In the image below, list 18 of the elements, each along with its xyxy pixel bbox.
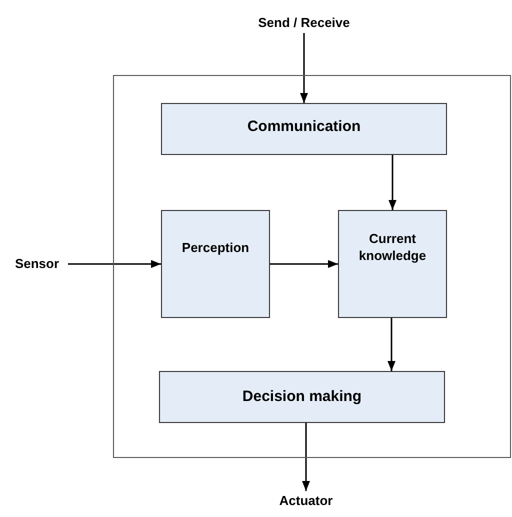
process-box [338,210,447,318]
io-label: Sensor [14,255,60,274]
arrow [388,318,396,371]
box-label: Communication [247,116,361,137]
box-label: Current knowledge [358,231,428,265]
process-box [161,103,447,155]
process-box [159,371,445,423]
arrow [270,260,338,268]
system-boundary-box [113,75,511,458]
arrow [300,33,308,103]
box-label: Decision making [242,386,362,407]
box-label: Perception [182,239,250,258]
process-box [161,210,270,318]
arrow [302,423,310,491]
arrow [388,155,396,210]
io-label: Actuator [279,492,333,510]
io-label: Send / Receive [258,14,350,32]
arrow [68,260,161,268]
